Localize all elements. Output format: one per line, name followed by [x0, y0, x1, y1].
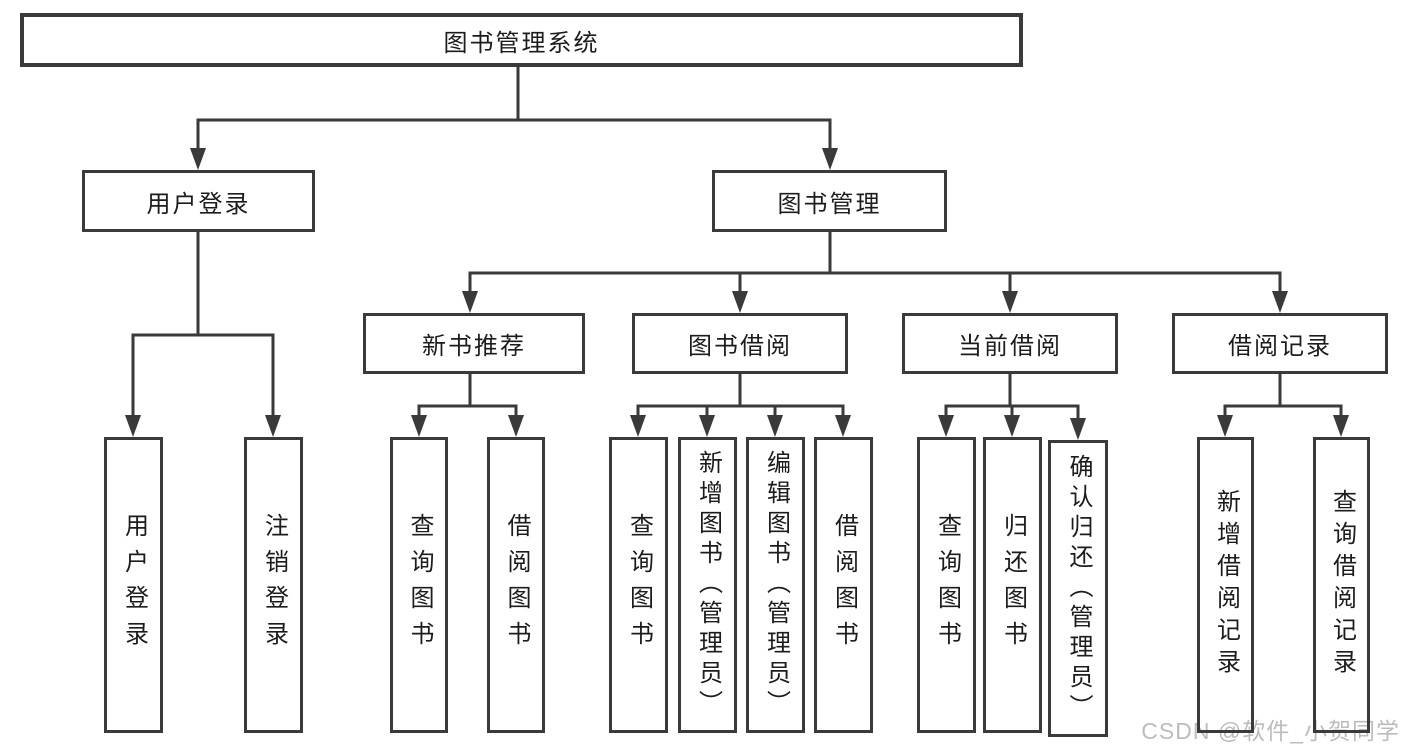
leaf-return-books: 归还图书 [983, 437, 1042, 733]
leaf-borrow-books: 借阅图书 [814, 437, 873, 733]
leaf-query-books-borrow: 查询图书 [609, 437, 668, 733]
node-label: 用户登录 [146, 190, 251, 218]
leaf-edit-books-admin: 编辑图书（管理员） [746, 437, 805, 733]
arrowhead-icon [1070, 418, 1086, 440]
arrowhead-icon [411, 415, 427, 437]
node-label: 注销登录 [260, 513, 288, 657]
arrowhead-icon [265, 415, 281, 437]
leaf-query-borrow-record: 查询借阅记录 [1313, 437, 1370, 733]
arrowhead-icon [630, 415, 646, 437]
node-library-management-system: 图书管理系统 [20, 13, 1023, 67]
arrowhead-icon [938, 415, 954, 437]
leaf-add-borrow-record: 新增借阅记录 [1197, 437, 1254, 733]
arrowhead-icon [508, 415, 524, 437]
leaf-add-books-admin: 新增图书（管理员） [678, 437, 737, 733]
arrowhead-icon [699, 415, 715, 437]
arrowhead-icon [732, 291, 748, 313]
arrowhead-icon [1002, 291, 1018, 313]
node-label: 借阅记录 [1228, 333, 1332, 360]
arrowhead-icon [190, 148, 206, 170]
node-label: 新增图书（管理员） [694, 450, 722, 720]
node-label: 确认归还（管理员） [1065, 453, 1092, 724]
arrowhead-icon [767, 415, 783, 437]
arrowhead-icon [822, 148, 838, 170]
arrowhead-icon [462, 291, 478, 313]
arrowhead-icon [1272, 291, 1288, 313]
node-label: 图书借阅 [688, 333, 792, 360]
node-label: 图书管理系统 [443, 29, 600, 57]
node-book-management: 图书管理 [712, 170, 947, 232]
leaf-user-login: 用户登录 [104, 437, 163, 733]
node-label: 借阅图书 [503, 513, 530, 657]
arrowhead-icon [1217, 415, 1233, 437]
node-label: 新书推荐 [422, 333, 526, 360]
leaf-query-books-recommend: 查询图书 [390, 437, 448, 733]
node-label: 当前借阅 [958, 333, 1062, 360]
leaf-query-books-current: 查询图书 [917, 437, 976, 733]
node-label: 查询图书 [933, 513, 961, 657]
node-label: 图书管理 [777, 190, 882, 218]
node-book-borrowing: 图书借阅 [632, 313, 848, 374]
node-new-book-recommendation: 新书推荐 [363, 313, 585, 374]
node-borrowing-records: 借阅记录 [1172, 313, 1388, 374]
node-label: 借阅图书 [830, 513, 858, 657]
leaf-logout: 注销登录 [244, 437, 303, 733]
arrowhead-icon [1333, 415, 1349, 437]
leaf-borrow-books-recommend: 借阅图书 [487, 437, 545, 733]
arrowhead-icon [125, 415, 141, 437]
node-label: 编辑图书（管理员） [762, 450, 790, 720]
node-label: 查询图书 [406, 513, 433, 657]
node-label: 查询图书 [625, 513, 653, 657]
node-label: 归还图书 [999, 513, 1027, 657]
arrowhead-icon [1004, 415, 1020, 437]
node-user-login: 用户登录 [82, 170, 315, 232]
node-current-borrowing: 当前借阅 [902, 313, 1118, 374]
arrowhead-icon [835, 415, 851, 437]
node-label: 查询借阅记录 [1328, 489, 1356, 681]
node-label: 用户登录 [120, 513, 148, 657]
node-label: 新增借阅记录 [1212, 489, 1240, 681]
leaf-confirm-return-admin: 确认归还（管理员） [1048, 440, 1108, 737]
